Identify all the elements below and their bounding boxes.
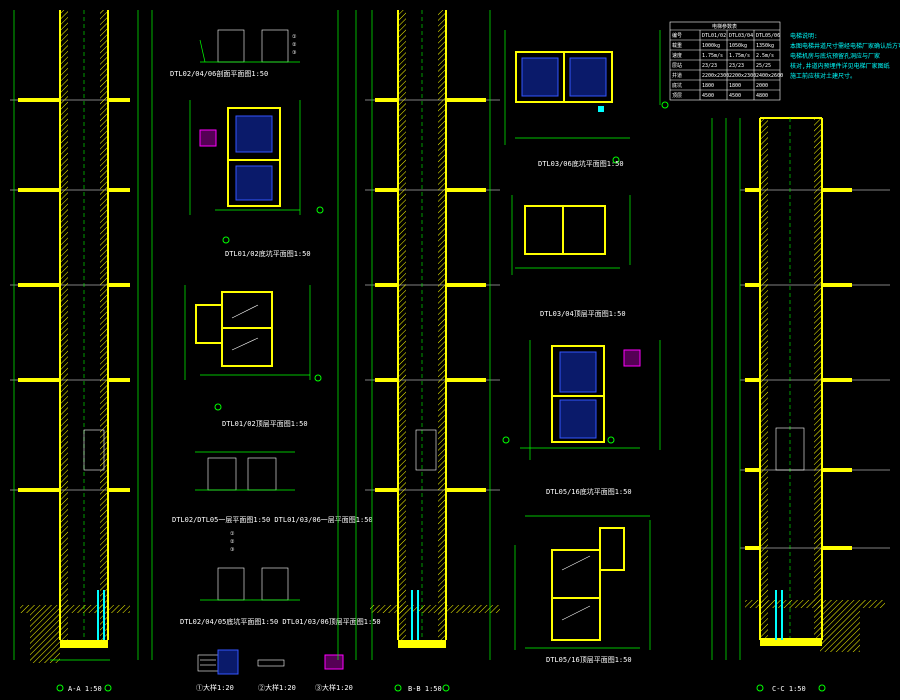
schedule-cell: 井道	[672, 72, 682, 79]
schedule-cell: 4500	[729, 93, 741, 99]
schedule-cell: 1350kg	[756, 43, 774, 49]
plan-09: DTL05/16顶层平面图1:50	[514, 515, 651, 664]
notes-heading: 电梯说明:	[790, 32, 818, 40]
svg-text:③: ③	[230, 547, 235, 553]
schedule-cell: 23/23	[729, 63, 744, 69]
schedule-cell: 23/23	[702, 63, 717, 69]
notes-line-3: 核对,井道内预埋件详见电梯厂家图纸	[790, 62, 890, 70]
plan-04: DTL02/DTL05一层平面图1:50 DTL01/03/06一层平面图1:5…	[172, 451, 373, 524]
schedule-cell: 2200x2300	[729, 73, 756, 79]
schedule-cell: 2200x2300	[702, 73, 729, 79]
plan-02-label: DTL01/02底坑平面图1:50	[225, 249, 311, 258]
plan-06-label: DTL03/06底坑平面图1:50	[538, 159, 624, 168]
plan-02: DTL01/02底坑平面图1:50	[189, 100, 324, 258]
plan-column-2: DTL03/06底坑平面图1:50 DTL03/04顶层平面图1:50 DTL0…	[502, 30, 669, 664]
details-row: ①大样1:20 ②大样1:20 ③大样1:20	[196, 649, 353, 692]
plan-05-label: DTL02/04/05底坑平面图1:50 DTL01/03/06顶层平面图1:5…	[180, 617, 381, 626]
schedule-cell: 速度	[672, 52, 682, 59]
schedule-cell: 1000kg	[702, 43, 720, 49]
schedule-cell: 顶层	[672, 93, 682, 99]
schedule-cell: 载重	[672, 42, 682, 49]
detail-2-label: ②大样1:20	[258, 683, 296, 692]
section-c-label: C-C 1:50	[772, 685, 806, 693]
schedule-cell: 1800	[729, 83, 741, 89]
plan-07-label: DTL03/04顶层平面图1:50	[540, 310, 626, 318]
section-c-c: C-C 1:50	[711, 117, 890, 693]
plan-09-label: DTL05/16顶层平面图1:50	[546, 656, 632, 664]
svg-text:①: ①	[292, 34, 297, 40]
detail-1-label: ①大样1:20	[196, 683, 234, 692]
plan-05: ① ② ③ DTL02/04/05底坑平面图1:50 DTL01/03/06顶层…	[180, 531, 381, 626]
svg-text:②: ②	[292, 42, 297, 48]
schedule-cell: DTL05/06	[756, 33, 780, 39]
notes-line-2: 电梯机房与底坑预留孔洞应与厂家	[790, 52, 880, 60]
svg-text:①: ①	[230, 531, 235, 537]
svg-text:②: ②	[230, 539, 235, 545]
plan-03: DTL01/02顶层平面图1:50	[184, 285, 322, 428]
notes-line-1: 本图电梯井道尺寸需经电梯厂家确认后方可施工,	[790, 42, 900, 50]
schedule-cell: 2000	[756, 83, 768, 89]
plan-07: DTL03/04顶层平面图1:50	[511, 195, 631, 318]
plan-01: ① ② ③ DTL02/04/06剖面平面图1:50	[170, 29, 300, 78]
plan-04-label: DTL02/DTL05一层平面图1:50 DTL01/03/06一层平面图1:5…	[172, 516, 373, 524]
section-a-a: A-A 1:50	[10, 10, 153, 693]
section-a-label: A-A 1:50	[68, 685, 102, 693]
notes-line-4: 施工前应核对土建尺寸。	[790, 72, 856, 80]
plan-08: DTL05/16底坑平面图1:50	[502, 340, 661, 496]
schedule-cell: 层站	[672, 62, 682, 69]
schedule-cell: 编号	[672, 32, 682, 39]
schedule-cell: 底坑	[672, 82, 682, 89]
plan-06: DTL03/06底坑平面图1:50	[504, 30, 669, 168]
section-b-label: B-B 1:50	[408, 685, 442, 693]
svg-text:③: ③	[292, 50, 297, 56]
notes-block: 电梯说明: 本图电梯井道尺寸需经电梯厂家确认后方可施工, 电梯机房与底坑预留孔洞…	[790, 32, 900, 80]
plan-03-label: DTL01/02顶层平面图1:50	[222, 420, 308, 428]
section-b-b: B-B 1:50	[365, 10, 500, 693]
schedule-cell: 4500	[702, 93, 714, 99]
plan-01-label: DTL02/04/06剖面平面图1:50	[170, 69, 268, 78]
schedule-cell: DTL03/04	[729, 33, 753, 39]
schedule-cell: 25/25	[756, 63, 771, 69]
schedule-cell: 2.5m/s	[756, 53, 774, 59]
schedule-cell: 2400x2600	[756, 73, 783, 79]
schedule-cell: 1.75m/s	[729, 53, 750, 59]
plan-column-1: ① ② ③ DTL02/04/06剖面平面图1:50 DTL01/02底坑平面图…	[170, 10, 381, 692]
schedule-cell: 1.75m/s	[702, 53, 723, 59]
plan-08-label: DTL05/16底坑平面图1:50	[546, 487, 632, 496]
schedule-cell: 1800	[702, 83, 714, 89]
detail-3-label: ③大样1:20	[315, 683, 353, 692]
schedule-cell: DTL01/02	[702, 33, 726, 39]
schedule-cell: 1050kg	[729, 43, 747, 49]
schedule-cell: 4800	[756, 93, 768, 99]
schedule-title: 电梯参数表	[712, 23, 737, 30]
